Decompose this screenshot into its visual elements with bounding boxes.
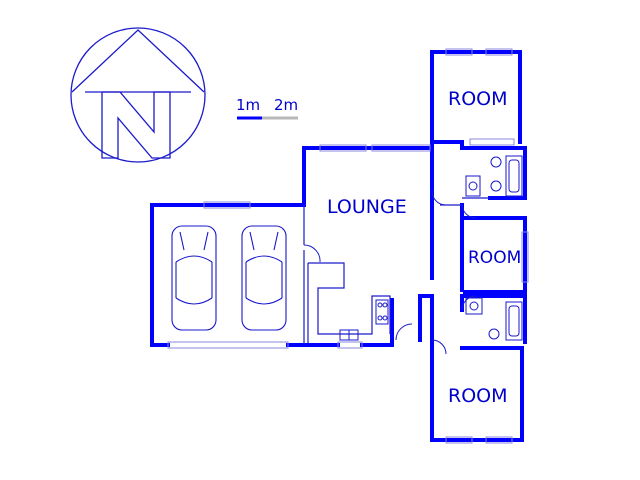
kitchen-sink — [339, 329, 359, 341]
room-label-lounge: LOUNGE — [327, 196, 407, 218]
scale-label-2m: 2m — [274, 96, 298, 114]
stove — [375, 299, 389, 325]
windows — [167, 48, 529, 444]
exterior-walls — [150, 50, 527, 442]
car-left — [171, 225, 217, 331]
room-label-top: ROOM — [448, 88, 508, 110]
car-right — [241, 225, 287, 331]
room-label-middle: ROOM — [468, 248, 521, 268]
bathroom-upper-fixtures — [465, 155, 523, 197]
room-label-bottom: ROOM — [448, 385, 508, 407]
scale-label-1m: 1m — [236, 96, 260, 114]
compass: N — [70, 27, 206, 163]
interior-walls — [303, 197, 490, 345]
scale-bar: 1m 2m — [236, 96, 298, 120]
bathroom-lower-fixtures — [465, 297, 523, 341]
